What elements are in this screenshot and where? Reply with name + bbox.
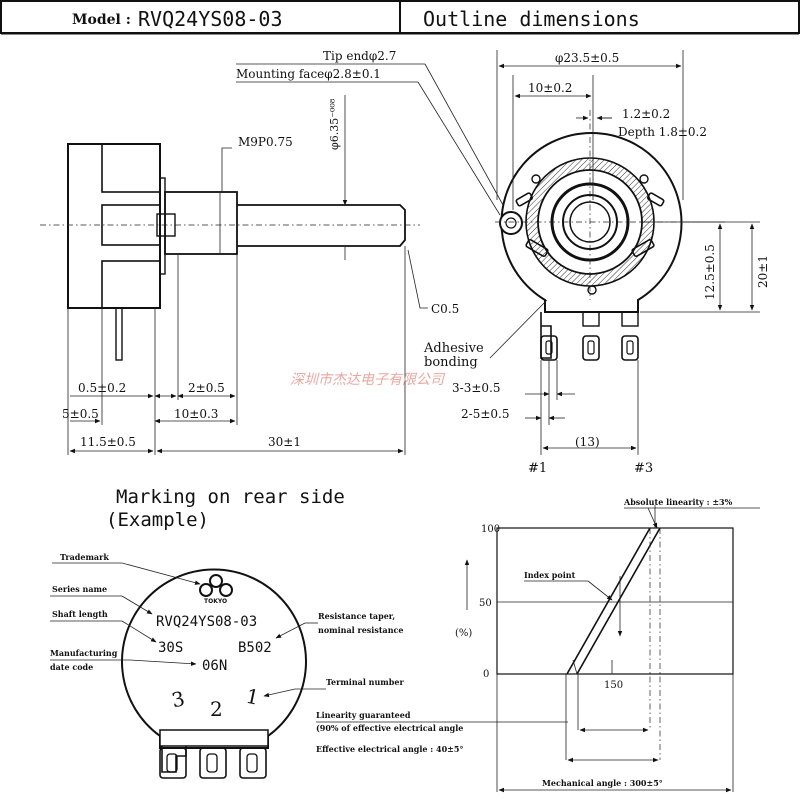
mechanical-angle-label: Mechanical angle : 300±5° [542, 778, 663, 788]
logo-text: TOKYO [204, 598, 227, 605]
d13-label: (13) [575, 435, 600, 449]
front-view: φ23.5±0.5 10±0.2 1.2±0.2 Depth 1.8±0.2 1… [423, 50, 770, 476]
y-tick-100: 100 [481, 524, 500, 535]
d25-label: 2-5±0.5 [461, 407, 509, 421]
marking-title: Marking on rear side [116, 486, 345, 508]
terminal-number-2: 2 [210, 697, 223, 721]
d125-label: 12.5±0.5 [703, 244, 717, 300]
taper-chart: (%) 100 50 0 150 Absolute linearity : ±3… [316, 497, 760, 793]
taper-line-low [566, 527, 651, 675]
section-title: Outline dimensions [423, 7, 640, 31]
trademark-logo-icon: TOKYO [199, 574, 233, 605]
depth-label: Depth 1.8±0.2 [618, 125, 707, 139]
dim-5: 5±0.5 [62, 407, 99, 421]
trademark-label: Trademark [60, 552, 109, 562]
y-tick-0: 0 [483, 669, 489, 680]
marking-subtitle: (Example) [106, 509, 209, 531]
terminal-1-label: #1 [528, 461, 547, 476]
series-value: RVQ24YS08-03 [156, 614, 257, 630]
model-label: Model : [72, 12, 131, 28]
dim-0-5: 0.5±0.2 [78, 381, 126, 395]
d10-label: 10±0.2 [528, 81, 572, 95]
d33-label: 3-3±0.5 [452, 381, 500, 395]
y-axis-label: (%) [455, 628, 472, 639]
tip-labels: Tip endφ2.7 Mounting faceφ2.8±0.1 [236, 49, 504, 216]
dim-2: 2±0.5 [188, 381, 225, 395]
terminal-number-3: 3 [169, 686, 186, 712]
dim-30: 30±1 [268, 435, 301, 449]
resistance-label-1: Resistance taper, [318, 611, 395, 621]
shaft-length-label: Shaft length [52, 609, 108, 619]
d20-label: 20±1 [756, 255, 770, 288]
terminal-3-label: #3 [634, 461, 653, 476]
effective-angle-label: Effective electrical angle : 40±5° [316, 744, 463, 754]
series-name-label: Series name [52, 584, 107, 594]
dim-11-5: 11.5±0.5 [80, 435, 136, 449]
dim-10: 10±0.3 [174, 407, 218, 421]
header: Model : RVQ24YS08-03 Outline dimensions [0, 0, 800, 35]
adhesive-label-1: Adhesive [423, 341, 484, 356]
linearity-label-1: Linearity guaranteed [316, 710, 411, 720]
chamfer-label: C0.5 [431, 302, 459, 316]
mounting-face-label: Mounting faceφ2.8±0.1 [236, 67, 381, 81]
shaft-dia-label: φ6.35⁻⁰⁰⁸ [328, 98, 341, 150]
shaft-value: 30S [158, 640, 183, 656]
manufacturing-label-1: Manufacturing [50, 648, 118, 658]
y-tick-50: 50 [479, 598, 492, 609]
resistance-label-2: nominal resistance [318, 625, 404, 635]
terminal-3 [621, 311, 639, 361]
terminal-number-1: 1 [244, 684, 261, 710]
adhesive-label-2: bonding [424, 355, 478, 370]
terminal-2 [582, 311, 600, 361]
linearity-label-2: (90% of effective electrical angle [316, 723, 463, 733]
resistance-value: B502 [238, 640, 272, 656]
index-point-label: Index point [524, 570, 576, 580]
terminal-number-label: Terminal number [326, 677, 404, 687]
d12-label: 1.2±0.2 [622, 107, 670, 121]
terminal-1 [540, 312, 558, 361]
marking-section: Marking on rear side (Example) TOKYO RVQ… [50, 486, 404, 779]
date-value: 06N [202, 658, 227, 674]
rear-terminals [159, 746, 267, 779]
model-value: RVQ24YS08-03 [138, 7, 283, 31]
chart-frame [496, 527, 734, 675]
side-view: M9P0.75 φ6.35⁻⁰⁰⁸ C0.5 0.5±0.2 2±0.5 5±0… [40, 95, 459, 455]
thread-label: M9P0.75 [238, 135, 293, 149]
dia-label: φ23.5±0.5 [555, 51, 619, 65]
tip-end-label: Tip endφ2.7 [323, 49, 396, 63]
watermark: 深圳市杰达电子有限公司 [290, 372, 446, 388]
absolute-linearity-label: Absolute linearity : ±3% [623, 497, 733, 507]
x-tick-150: 150 [604, 680, 623, 691]
manufacturing-label-2: date code [50, 662, 93, 672]
taper-line-high [576, 527, 661, 675]
